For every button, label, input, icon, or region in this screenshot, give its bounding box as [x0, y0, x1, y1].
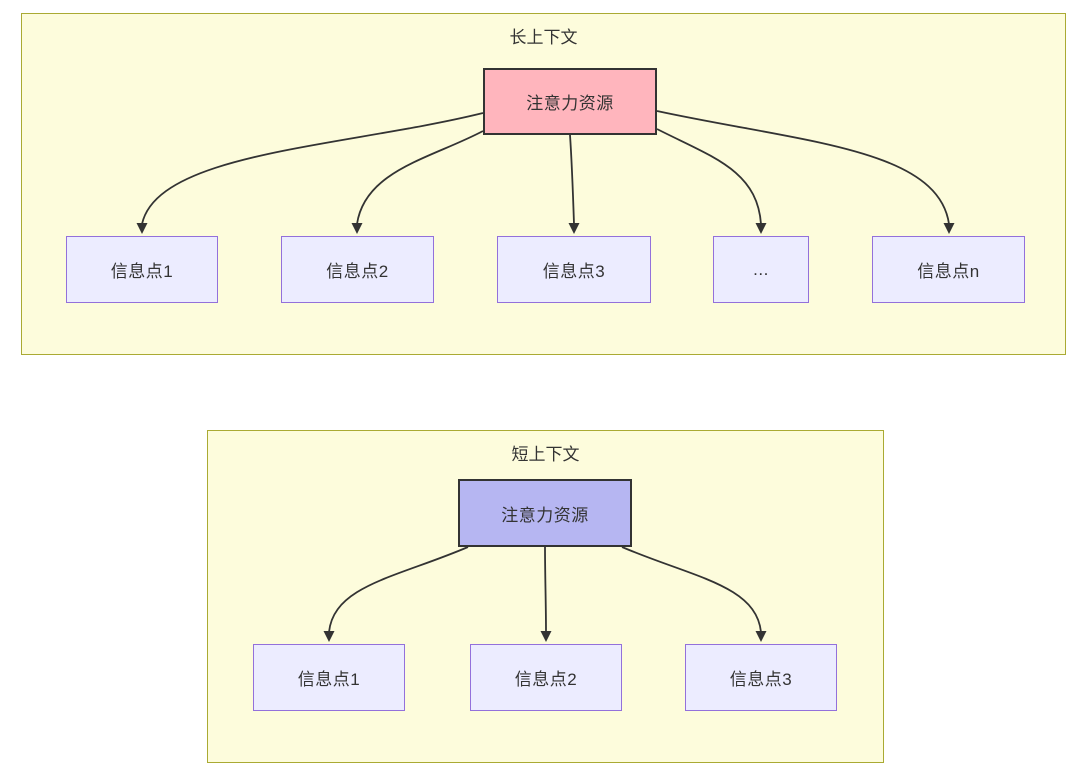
cluster-short-context-title: 短上下文: [511, 445, 580, 464]
node-long-info-1: 信息点1: [66, 236, 218, 303]
node-long-info-n: 信息点n: [872, 236, 1025, 303]
node-short-info-3: 信息点3: [685, 644, 837, 711]
node-short-info-2: 信息点2: [470, 644, 622, 711]
node-long-info-2: 信息点2: [281, 236, 434, 303]
node-attention-resource-long: 注意力资源: [483, 68, 657, 135]
node-long-info-3: 信息点3: [497, 236, 651, 303]
node-short-info-1: 信息点1: [253, 644, 405, 711]
node-long-info-ellipsis: ...: [713, 236, 809, 303]
cluster-long-context: 长上下文: [21, 13, 1066, 355]
cluster-long-context-title: 长上下文: [509, 28, 578, 47]
node-attention-resource-short: 注意力资源: [458, 479, 632, 547]
